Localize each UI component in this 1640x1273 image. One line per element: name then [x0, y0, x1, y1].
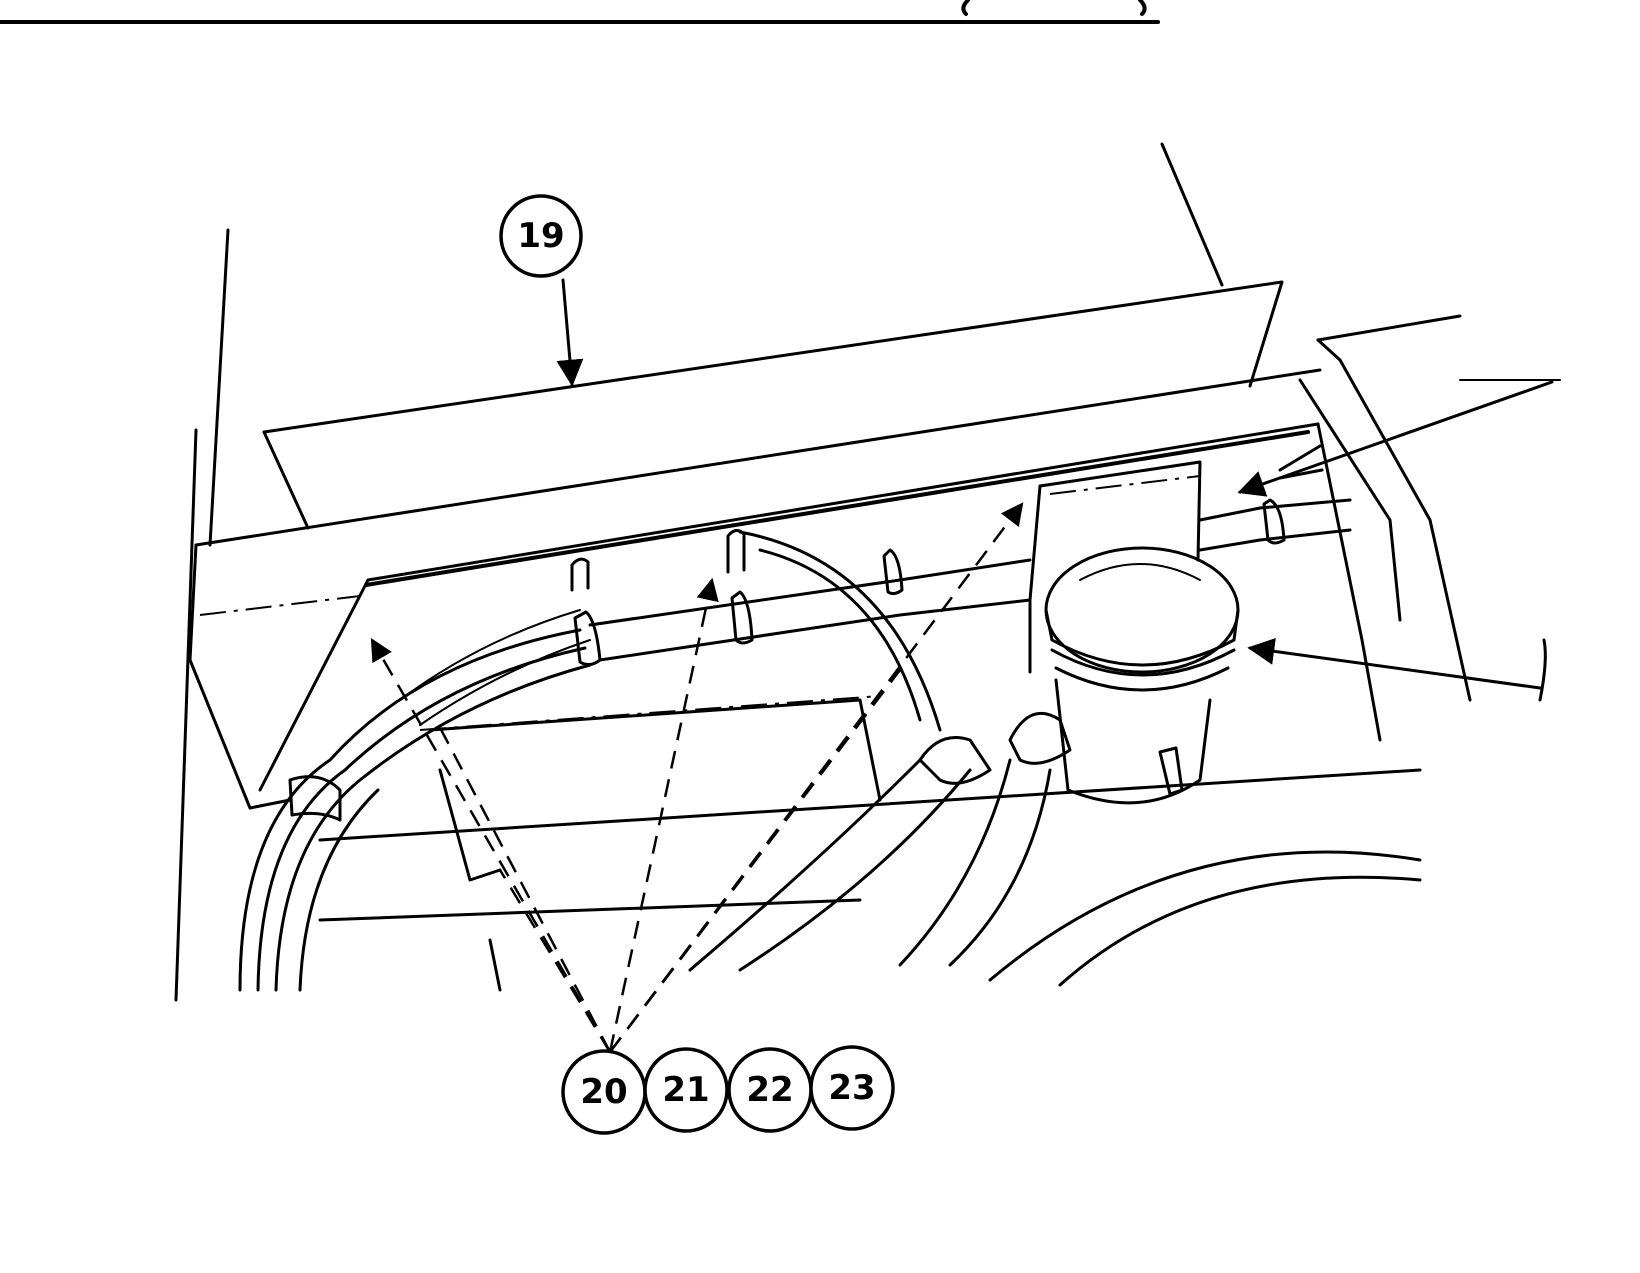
mounting-bracket: [258, 460, 1422, 992]
callout-19-label: 19: [517, 216, 564, 256]
header-rule: [0, 0, 1160, 24]
callout-20-label: 20: [580, 1072, 627, 1112]
center-lines: [199, 475, 1201, 731]
wire-harness: [238, 444, 1352, 992]
callout-21-label: 21: [662, 1070, 709, 1110]
callout-20: 20: [561, 1049, 647, 1135]
callout-23: 23: [809, 1045, 895, 1131]
callout-23-label: 23: [828, 1068, 875, 1108]
callout-21: 21: [643, 1047, 729, 1133]
leaders-20-23: [370, 502, 1024, 1053]
reservoir: [1044, 546, 1240, 805]
hoses: [688, 711, 1422, 987]
leader-19: [556, 278, 584, 387]
callout-22-label: 22: [746, 1070, 793, 1110]
leader-right-upper: [1237, 380, 1554, 497]
leader-right-lower: [1247, 637, 1542, 690]
right-panel: [1298, 314, 1561, 742]
access-cover: [262, 142, 1320, 587]
callout-22: 22: [727, 1047, 813, 1133]
left-panel: [174, 228, 1322, 1002]
callout-19: 19: [499, 194, 583, 278]
